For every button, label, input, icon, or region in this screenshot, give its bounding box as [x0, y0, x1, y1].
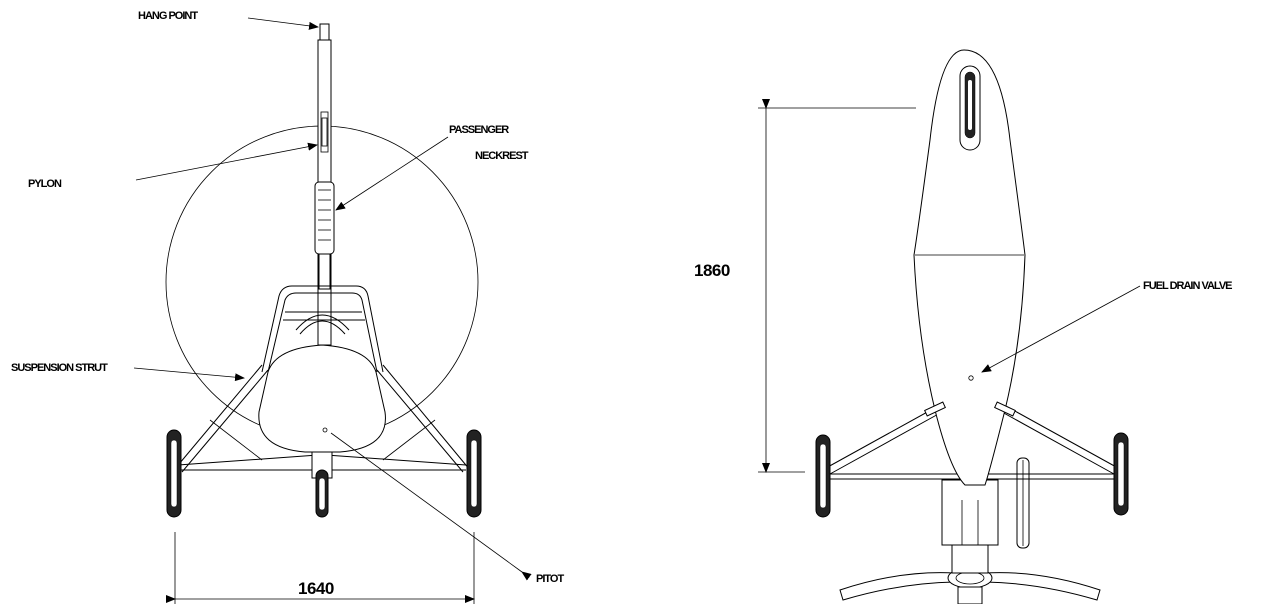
top-left-wheel [815, 434, 831, 518]
fuel-drain-valve-label: FUEL DRAIN VALVE [1143, 280, 1232, 292]
top-view-drawing [758, 49, 1129, 604]
neckrest-leader [335, 136, 449, 211]
left-strut-mount [924, 401, 946, 417]
engine-section [941, 457, 1030, 574]
neckrest-label-line1: PASSENGER [449, 124, 509, 136]
right-wheel [466, 429, 482, 518]
pylon-label: PYLON [28, 178, 62, 190]
top-right-wheel [1113, 432, 1129, 516]
neckrest [314, 181, 335, 290]
nose-wheel [311, 451, 333, 518]
right-strut-mount [994, 401, 1016, 417]
pod-top-outline [913, 49, 1026, 486]
neckrest-label-line2: NECKREST [475, 150, 529, 162]
hang-point-leader [247, 17, 319, 30]
fuel-drain-valve-leader [981, 285, 1141, 373]
pod-body [258, 344, 386, 453]
suspension-strut-label: SUSPENSION STRUT [11, 362, 108, 374]
length-dimension [758, 99, 916, 473]
pitot-leader [330, 432, 532, 581]
fuel-drain-valve-point [968, 375, 974, 381]
width-dimension-value: 1640 [298, 579, 334, 598]
hang-point-label: HANG POINT [138, 10, 198, 22]
suspension-strut-leader [133, 367, 245, 382]
width-dimension [166, 532, 475, 604]
pylon-leader [135, 142, 318, 181]
length-dimension-value: 1860 [694, 261, 730, 280]
left-wheel [166, 429, 182, 518]
front-view-drawing [165, 23, 482, 604]
pitot-tube [322, 427, 328, 433]
landing-gear-struts [173, 364, 471, 473]
windscreen-slot [959, 65, 981, 151]
pitot-label: PITOT [536, 573, 564, 585]
seat-frame [261, 285, 384, 373]
